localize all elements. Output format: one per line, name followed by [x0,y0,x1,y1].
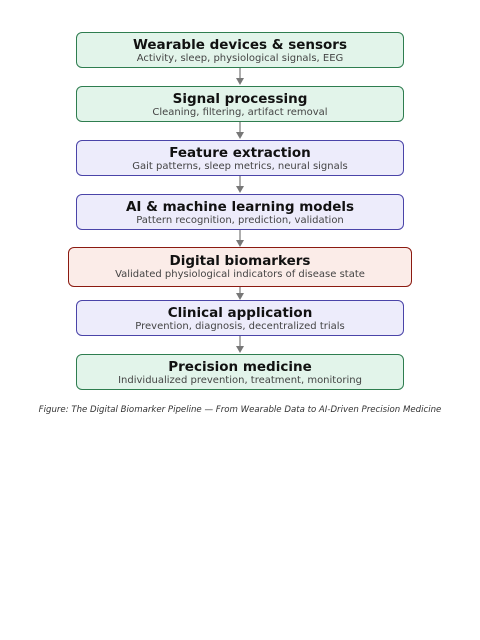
figure-caption: Figure: The Digital Biomarker Pipeline —… [38,405,442,415]
arrow-down [236,176,244,193]
node-wearable-devices: Wearable devices & sensors Activity, sle… [76,32,404,68]
node-subtitle: Activity, sleep, physiological signals, … [136,53,344,64]
node-subtitle: Validated physiological indicators of di… [115,269,365,280]
node-subtitle: Prevention, diagnosis, decentralized tri… [135,321,345,332]
node-subtitle: Individualized prevention, treatment, mo… [118,375,362,386]
node-subtitle: Pattern recognition, prediction, validat… [136,215,344,226]
arrow-down [236,68,244,85]
node-title: Precision medicine [168,359,312,375]
node-precision-medicine: Precision medicine Individualized preven… [76,354,404,390]
node-title: AI & machine learning models [125,199,355,215]
node-title: Wearable devices & sensors [132,37,347,53]
node-signal-processing: Signal processing Cleaning, filtering, a… [76,86,404,122]
node-digital-biomarkers: Digital biomarkers Validated physiologic… [68,247,412,287]
arrow-down [236,336,244,353]
node-subtitle: Gait patterns, sleep metrics, neural sig… [132,161,348,172]
node-subtitle: Cleaning, filtering, artifact removal [152,107,328,118]
arrow-down [236,122,244,139]
node-title: Clinical application [167,305,313,321]
node-title: Digital biomarkers [169,253,311,269]
arrow-down [236,230,244,247]
node-ai-ml-models: AI & machine learning models Pattern rec… [76,194,404,230]
node-feature-extraction: Feature extraction Gait patterns, sleep … [76,140,404,176]
node-title: Feature extraction [169,145,311,161]
node-title: Signal processing [172,91,308,107]
arrow-down [236,287,244,300]
node-clinical-application: Clinical application Prevention, diagnos… [76,300,404,336]
